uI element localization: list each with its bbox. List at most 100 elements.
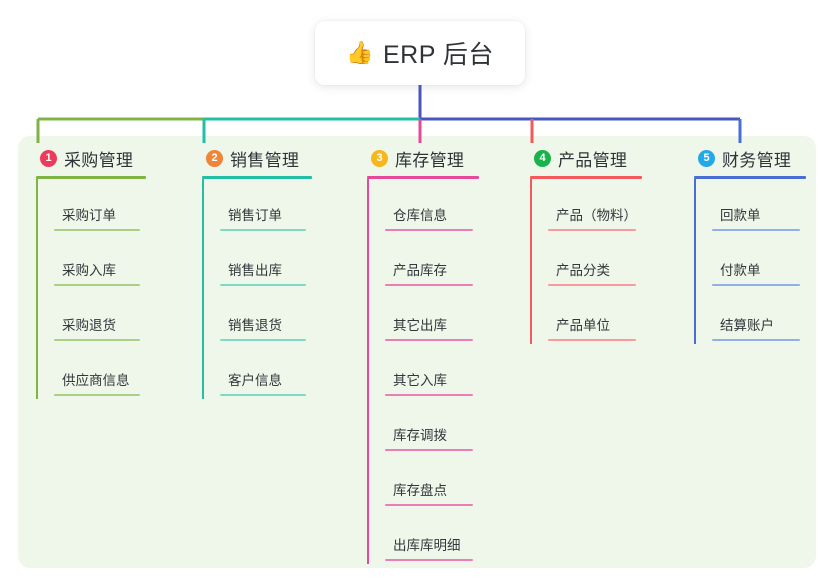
- leaf-item[interactable]: 销售出库: [220, 234, 312, 289]
- leaf-item-label: 采购订单: [62, 208, 116, 223]
- leaf-item[interactable]: 采购订单: [54, 179, 146, 234]
- branch-header-4[interactable]: 4 产品管理: [530, 146, 642, 170]
- leaf-item[interactable]: 库存盘点: [385, 454, 479, 509]
- branch-spine-5: [694, 179, 696, 344]
- branch-items-1: 采购订单采购入库采购退货供应商信息: [36, 179, 146, 399]
- leaf-item[interactable]: 供应商信息: [54, 344, 146, 399]
- branch-label-3: 库存管理: [395, 150, 465, 170]
- branch-label-5: 财务管理: [722, 150, 792, 170]
- leaf-item[interactable]: 其它出库: [385, 289, 479, 344]
- leaf-item[interactable]: 仓库信息: [385, 179, 479, 234]
- branch-items-5: 回款单付款单结算账户: [694, 179, 806, 344]
- branch-badge-3: 3: [371, 149, 388, 167]
- leaf-item[interactable]: 产品单位: [548, 289, 642, 344]
- leaf-item-label: 供应商信息: [62, 373, 130, 388]
- leaf-item-label: 销售退货: [228, 318, 282, 333]
- leaf-item-rule: [385, 559, 473, 561]
- branch-rule-3: [367, 176, 479, 179]
- leaf-item[interactable]: 回款单: [712, 179, 806, 234]
- leaf-item-label: 付款单: [720, 263, 761, 278]
- leaf-item-rule: [385, 284, 473, 286]
- leaf-item[interactable]: 库存调拨: [385, 399, 479, 454]
- leaf-item[interactable]: 其它入库: [385, 344, 479, 399]
- leaf-item-rule: [54, 394, 140, 396]
- branch-badge-4: 4: [534, 149, 551, 167]
- leaf-item-rule: [220, 284, 306, 286]
- branch-rule-5: [694, 176, 806, 179]
- branch-4: 4 产品管理产品（物料） 产品分类产品单位: [530, 146, 642, 344]
- leaf-item[interactable]: 付款单: [712, 234, 806, 289]
- branches-panel: [18, 136, 816, 568]
- leaf-item-rule: [54, 284, 140, 286]
- branch-spine-2: [202, 179, 204, 399]
- leaf-item[interactable]: 产品分类: [548, 234, 642, 289]
- leaf-item[interactable]: 销售订单: [220, 179, 312, 234]
- branch-label-4: 产品管理: [558, 150, 628, 170]
- branch-items-2: 销售订单销售出库销售退货客户信息: [202, 179, 312, 399]
- leaf-item-label: 库存盘点: [393, 483, 447, 498]
- leaf-item-label: 销售订单: [228, 208, 282, 223]
- leaf-item-rule: [548, 284, 636, 286]
- leaf-item-label: 产品库存: [393, 263, 447, 278]
- leaf-item-label: 销售出库: [228, 263, 282, 278]
- leaf-item-label: 仓库信息: [393, 208, 447, 223]
- leaf-item-rule: [385, 449, 473, 451]
- branch-header-5[interactable]: 5 财务管理: [694, 146, 806, 170]
- leaf-item-rule: [385, 229, 473, 231]
- branch-label-1: 采购管理: [64, 150, 134, 170]
- leaf-item-rule: [548, 229, 636, 231]
- leaf-item[interactable]: 采购退货: [54, 289, 146, 344]
- branch-5: 5 财务管理回款单付款单结算账户: [694, 146, 806, 344]
- leaf-item-label: 库存调拨: [393, 428, 447, 443]
- root-node-card[interactable]: 👍 ERP 后台: [315, 21, 525, 85]
- leaf-item-rule: [385, 394, 473, 396]
- branch-badge-2: 2: [206, 149, 223, 167]
- leaf-item-label: 采购退货: [62, 318, 116, 333]
- leaf-item-rule: [220, 339, 306, 341]
- leaf-item-label: 其它入库: [393, 373, 447, 388]
- leaf-item-rule: [548, 339, 636, 341]
- root-title-text: ERP 后台: [383, 41, 494, 69]
- leaf-item-rule: [712, 339, 800, 341]
- leaf-item[interactable]: 结算账户: [712, 289, 806, 344]
- leaf-item-label: 产品（物料）: [556, 208, 637, 223]
- leaf-item-label: 出库库明细: [393, 538, 461, 553]
- branch-rule-4: [530, 176, 642, 179]
- leaf-item-rule: [220, 394, 306, 396]
- leaf-item[interactable]: 产品（物料）: [548, 179, 642, 234]
- branch-spine-4: [530, 179, 532, 344]
- root-title: 👍 ERP 后台: [346, 35, 494, 71]
- leaf-item-label: 结算账户: [720, 318, 774, 333]
- branch-rule-2: [202, 176, 312, 179]
- leaf-item[interactable]: 客户信息: [220, 344, 312, 399]
- leaf-item-label: 其它出库: [393, 318, 447, 333]
- leaf-item[interactable]: 销售退货: [220, 289, 312, 344]
- branch-header-3[interactable]: 3 库存管理: [367, 146, 479, 170]
- leaf-item-rule: [220, 229, 306, 231]
- leaf-item-label: 产品分类: [556, 263, 610, 278]
- leaf-item-rule: [712, 229, 800, 231]
- branch-spine-1: [36, 179, 38, 399]
- branch-3: 3 库存管理仓库信息产品库存其它出库其它入库库存调拨库存盘点出库库明细: [367, 146, 479, 564]
- leaf-item[interactable]: 出库库明细: [385, 509, 479, 564]
- branch-badge-1: 1: [40, 149, 57, 167]
- leaf-item-label: 采购入库: [62, 263, 116, 278]
- branch-badge-5: 5: [698, 149, 715, 167]
- branch-header-2[interactable]: 2 销售管理: [202, 146, 312, 170]
- leaf-item[interactable]: 采购入库: [54, 234, 146, 289]
- branch-label-2: 销售管理: [230, 150, 300, 170]
- branch-rule-1: [36, 176, 146, 179]
- branch-items-4: 产品（物料） 产品分类产品单位: [530, 179, 642, 344]
- leaf-item-rule: [385, 504, 473, 506]
- branch-spine-3: [367, 179, 369, 564]
- branch-header-1[interactable]: 1 采购管理: [36, 146, 146, 170]
- branch-2: 2 销售管理销售订单销售出库销售退货客户信息: [202, 146, 312, 399]
- branch-items-3: 仓库信息产品库存其它出库其它入库库存调拨库存盘点出库库明细: [367, 179, 479, 564]
- leaf-item-label: 产品单位: [556, 318, 610, 333]
- leaf-item-rule: [54, 229, 140, 231]
- leaf-item-rule: [385, 339, 473, 341]
- leaf-item-rule: [712, 284, 800, 286]
- leaf-item[interactable]: 产品库存: [385, 234, 479, 289]
- leaf-item-rule: [54, 339, 140, 341]
